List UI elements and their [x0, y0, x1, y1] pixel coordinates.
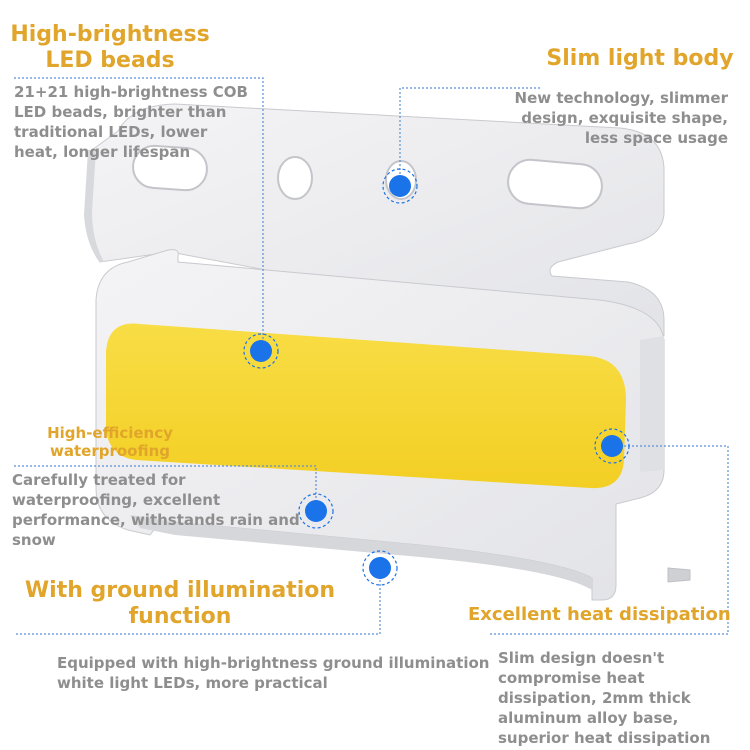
ground-illumination-description: Equipped with high-brightness ground ill…	[57, 654, 490, 692]
ground-illumination-title: With ground illumination function	[24, 578, 336, 630]
led-beads-title: High-brightness LED beads	[10, 22, 210, 74]
marker-led-beads	[243, 333, 279, 369]
marker-heat-dissipation	[594, 428, 630, 464]
marker-waterproofing	[298, 493, 334, 529]
waterproofing-description: Carefully treated for waterproofing, exc…	[12, 471, 300, 549]
led-strip	[106, 323, 626, 489]
heat-dissipation-title: Excellent heat dissipation	[468, 604, 731, 625]
marker-ground-illumination	[362, 550, 398, 586]
heat-dissipation-description: Slim design doesn't compromise heat diss…	[498, 649, 711, 747]
led-beads-description: 21+21 high-brightness COB LED beads, bri…	[14, 83, 248, 161]
waterproofing-title: High-efficiency waterproofing	[47, 424, 173, 460]
leader-lines	[14, 77, 729, 635]
marker-slim-body	[382, 168, 418, 204]
slim-body-description: New technology, slimmer design, exquisit…	[514, 89, 728, 147]
slim-body-title: Slim light body	[546, 46, 734, 71]
